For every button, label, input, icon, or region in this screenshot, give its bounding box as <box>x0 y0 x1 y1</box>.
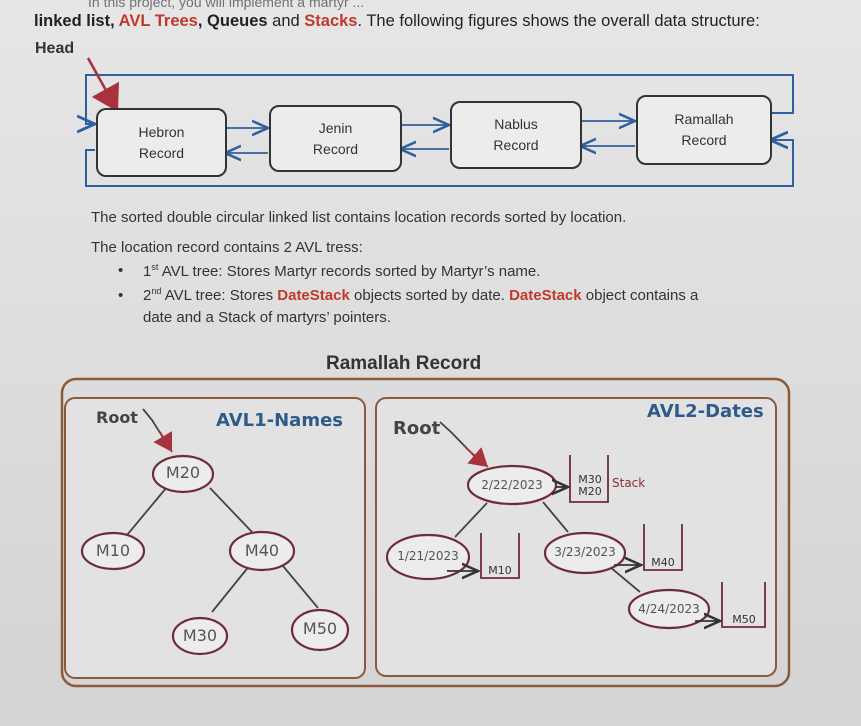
avl2-node-3-23-2023: 3/23/2023 <box>554 545 616 559</box>
bullet-2-num: 2 <box>143 287 152 304</box>
bullet-2-b: objects sorted by date. <box>349 287 510 304</box>
nablus-record-name: Nablus <box>494 116 538 132</box>
hebron-record-label: Record <box>138 144 185 161</box>
ramallah-record: Ramallah Record <box>636 95 772 165</box>
avl1-title: AVL1-Names <box>216 410 343 431</box>
section-title: Ramallah Record <box>326 353 482 374</box>
avl1-node-m30: M30 <box>182 626 218 645</box>
avl1-root-label: Root <box>96 408 138 427</box>
circular-list-links <box>86 74 794 187</box>
intro-text-2: . The following figures shows the overal… <box>357 12 760 30</box>
bullet-1-sup: st <box>151 262 159 272</box>
stack-m50: M50 <box>732 613 756 626</box>
bullet-2-line2: date and a Stack of martyrs’ pointers. <box>143 309 391 326</box>
bullet-1-rest: AVL tree: Stores Martyr records sorted b… <box>158 263 541 280</box>
jenin-record-name: Jenin <box>318 119 353 136</box>
stack-top-m30: M30 <box>578 473 602 486</box>
intro-comma: , <box>197 12 208 30</box>
cut-off-header-text: In this project, you will implement a ma… <box>88 0 365 10</box>
bullet-2-datestack-2: DateStack <box>509 287 582 304</box>
ramallah-record-label: Record <box>681 132 727 148</box>
bullet-1-text: 1st AVL tree: Stores Martyr records sort… <box>143 262 540 280</box>
avl1-node-m50: M50 <box>302 619 338 638</box>
bullet-2-sup: nd <box>151 286 162 296</box>
bullet-2-datestack-1: DateStack <box>277 287 350 304</box>
avl2-stacks <box>480 455 766 628</box>
intro-and: and <box>267 12 305 30</box>
bullet-2-a: AVL tree: Stores <box>161 287 278 304</box>
avl2-node-1-21-2023: 1/21/2023 <box>397 549 459 563</box>
stack-label: Stack <box>612 476 646 490</box>
hebron-record-name: Hebron <box>138 123 185 140</box>
stack-m40: M40 <box>651 556 675 569</box>
bullet-2-c: object contains a <box>581 287 699 304</box>
intro-paragraph: linked list, AVL Trees, Queues and Stack… <box>34 12 760 31</box>
avl2-title: AVL2-Dates <box>647 401 764 422</box>
stack-m10: M10 <box>488 564 512 577</box>
avl2-node-shapes <box>385 464 711 630</box>
avl1-root-arrow <box>153 431 173 453</box>
intro-stacks: Stacks <box>304 12 358 30</box>
bullet-2-text: 2nd AVL tree: Stores DateStack objects s… <box>143 280 803 329</box>
nablus-record: Nablus Record <box>450 101 582 169</box>
avl2-node-2-22-2023: 2/22/2023 <box>481 478 543 492</box>
avl2-node-4-24-2023: 4/24/2023 <box>638 602 700 616</box>
avl1-node-m20: M20 <box>165 463 201 482</box>
head-arrow <box>86 57 120 113</box>
avl2-stack-arrows <box>447 487 720 621</box>
avl1-node-shapes <box>80 454 350 656</box>
hebron-record: Hebron Record <box>96 108 227 177</box>
head-label: Head <box>35 40 75 57</box>
description-line-1: The sorted double circular linked list c… <box>91 209 627 226</box>
description-line-2: The location record contains 2 AVL tress… <box>91 239 363 256</box>
intro-avl-trees: AVL Trees <box>118 12 198 30</box>
intro-queues: Queues <box>207 12 268 30</box>
avl1-node-m40: M40 <box>244 541 280 560</box>
bullet-1-num: 1 <box>143 263 152 280</box>
bullet-2: • <box>118 287 124 304</box>
avl1-frame <box>64 397 366 679</box>
nablus-record-label: Record <box>493 137 539 153</box>
jenin-record: Jenin Record <box>269 105 402 172</box>
avl1-edges <box>126 408 319 613</box>
avl2-root-arrow <box>465 447 489 468</box>
avl1-node-m10: M10 <box>95 541 131 560</box>
jenin-record-label: Record <box>312 140 359 157</box>
ramallah-record-name: Ramallah <box>674 111 734 127</box>
intro-text-1: linked list, <box>34 12 119 30</box>
avl2-root-label: Root <box>393 418 441 439</box>
stack-bottom-m20: M20 <box>578 485 602 498</box>
ramallah-record-frame <box>60 377 791 688</box>
list-next-prev-arrows <box>225 121 635 153</box>
bullet-1: • <box>118 262 124 279</box>
